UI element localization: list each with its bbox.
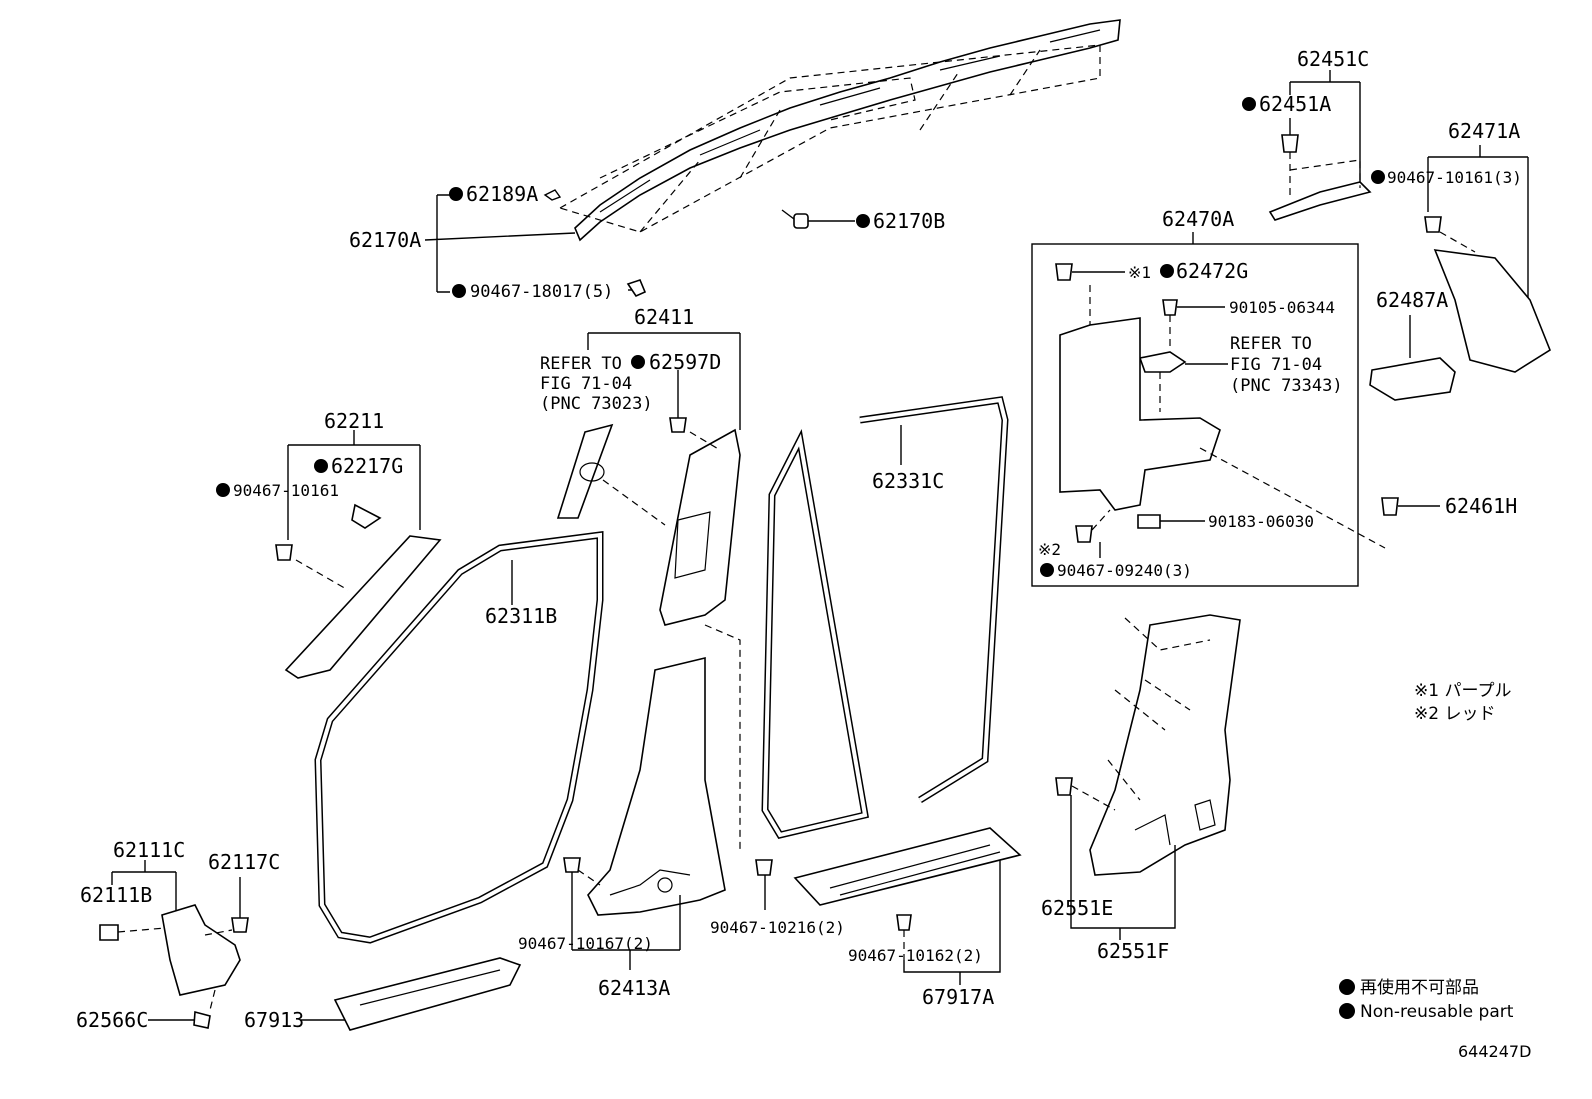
- part-label-62566C: 62566C: [76, 1008, 148, 1032]
- handle-drawing: [1138, 351, 1187, 373]
- refer-note-2-line2: FIG 71-04: [1230, 355, 1322, 375]
- part-label-90467-10161-3: 90467-10161(3): [1387, 168, 1522, 187]
- part-label-90467-10161: 90467-10161: [233, 481, 339, 500]
- refer-note-1-line3: (PNC 73023): [540, 394, 653, 414]
- clip-90467-09240-drawing: [1075, 525, 1093, 543]
- refer-note-2-line3: (PNC 73343): [1230, 376, 1343, 396]
- quarter-trim-62470A-drawing: [1059, 317, 1221, 511]
- part-label-62461H: 62461H: [1445, 494, 1517, 518]
- cowl-side-trim-drawing: [161, 904, 241, 996]
- refer-note-2-line1: REFER TO: [1230, 334, 1312, 354]
- part-label-90183-06030: 90183-06030: [1208, 512, 1314, 531]
- legend-dot-jp: [1339, 979, 1355, 995]
- callout-62111C: [111, 860, 177, 915]
- clip-62117C-drawing: [231, 917, 249, 933]
- garnish-62451C-drawing: [1268, 181, 1372, 221]
- legend-dot-en: [1339, 1003, 1355, 1019]
- clip-90183-06030-drawing: [1137, 514, 1161, 529]
- part-label-62217G: 62217G: [331, 454, 403, 478]
- part-label-62471A: 62471A: [1448, 119, 1520, 143]
- clip-62451A-drawing: [1281, 134, 1299, 153]
- part-label-90105-06344: 90105-06344: [1229, 298, 1335, 317]
- clip-90467-10161-drawing: [275, 544, 293, 561]
- part-label-90467-18017: 90467-18017(5): [470, 282, 613, 302]
- front-pillar-drawing: [659, 428, 741, 626]
- part-label-62451A: 62451A: [1259, 92, 1331, 116]
- clip-62461H-drawing: [1381, 497, 1399, 516]
- part-label-62411: 62411: [634, 305, 694, 329]
- note-purple: ※1 パープル: [1414, 681, 1511, 701]
- quarter-trim-62471A-drawing: [1433, 249, 1551, 373]
- rear-quarter-lower-drawing: [1089, 614, 1241, 876]
- part-label-90467-10167: 90467-10167(2): [518, 934, 653, 953]
- clip-90467-10216-drawing: [755, 859, 773, 876]
- legend-non-reusable-en: Non-reusable part: [1360, 1002, 1514, 1022]
- part-label-62111B: 62111B: [80, 883, 152, 907]
- note-red: ※2 レッド: [1414, 704, 1495, 724]
- non-reusable-dot: [1160, 264, 1174, 278]
- part-label-62597D: 62597D: [649, 350, 721, 374]
- clip-62551E-drawing: [1055, 777, 1073, 796]
- speaker-grille-drawing: [556, 423, 614, 519]
- callout-62170A: [424, 189, 647, 298]
- screw-90105-06344-drawing: [1162, 299, 1178, 316]
- clip-62597D-drawing: [669, 417, 687, 433]
- clip-62111B-drawing: [99, 924, 119, 941]
- part-label-62551E: 62551E: [1041, 896, 1113, 920]
- roof-side-rail-drawing: [558, 19, 1121, 242]
- part-label-62331C: 62331C: [872, 469, 944, 493]
- part-label-67913: 67913: [244, 1008, 304, 1032]
- non-reusable-dot: [452, 284, 466, 298]
- weatherstrip-62311B-drawing: [314, 531, 604, 944]
- clip-90467-10162-drawing: [896, 914, 912, 931]
- non-reusable-dot: [1040, 563, 1054, 577]
- center-pillar-lower-drawing: [587, 656, 726, 916]
- part-label-62189A: 62189A: [466, 182, 538, 206]
- clip-62566C-drawing: [193, 1010, 211, 1029]
- legend-non-reusable-jp: 再使用不可部品: [1360, 977, 1479, 998]
- cover-62487A-drawing: [1369, 357, 1456, 401]
- non-reusable-dot: [314, 459, 328, 473]
- part-label-62472G: 62472G: [1176, 259, 1248, 283]
- clip-62217G-drawing: [351, 503, 382, 529]
- part-label-62487A: 62487A: [1376, 288, 1448, 312]
- non-reusable-dot: [449, 187, 463, 201]
- clip-62472G-drawing: [1055, 263, 1073, 281]
- non-reusable-dot: [1242, 97, 1256, 111]
- part-label-90467-10162: 90467-10162(2): [848, 946, 983, 965]
- non-reusable-dot: [1371, 170, 1385, 184]
- figure-code: 644247D: [1458, 1042, 1531, 1061]
- part-label-62111C: 62111C: [113, 838, 185, 862]
- mark-2: ※2: [1038, 540, 1061, 559]
- non-reusable-dot: [856, 214, 870, 228]
- part-label-62451C: 62451C: [1297, 47, 1369, 71]
- upper-pillar-drawing: [284, 535, 442, 679]
- clip-90467-10167-drawing: [563, 857, 581, 873]
- non-reusable-dot: [631, 355, 645, 369]
- part-label-62551F: 62551F: [1097, 939, 1169, 963]
- scuff-plate-67913-drawing: [333, 957, 522, 1031]
- weatherstrip-62331C-drawing: [761, 396, 1009, 839]
- scuff-plate-67917A-drawing: [793, 827, 1022, 906]
- assembly-box-62470A: [1031, 243, 1359, 587]
- part-label-62117C: 62117C: [208, 850, 280, 874]
- callout-62211: [287, 430, 421, 540]
- part-label-62470A: 62470A: [1162, 207, 1234, 231]
- callout-62411: [587, 332, 741, 430]
- refer-note-1-line1: REFER TO: [540, 354, 622, 374]
- clip-62170B: [781, 209, 855, 229]
- part-label-62170A: 62170A: [349, 228, 421, 252]
- part-label-62170B: 62170B: [873, 209, 945, 233]
- non-reusable-dot: [216, 483, 230, 497]
- mark-1: ※1: [1128, 263, 1151, 282]
- part-label-67917A: 67917A: [922, 985, 994, 1009]
- part-label-90467-09240: 90467-09240(3): [1057, 561, 1192, 580]
- clip-90467-10161-3-drawing: [1424, 216, 1442, 233]
- part-label-62413A: 62413A: [598, 976, 670, 1000]
- part-label-62311B: 62311B: [485, 604, 557, 628]
- part-label-90467-10216: 90467-10216(2): [710, 918, 845, 937]
- refer-note-1-line2: FIG 71-04: [540, 374, 632, 394]
- part-label-62211: 62211: [324, 409, 384, 433]
